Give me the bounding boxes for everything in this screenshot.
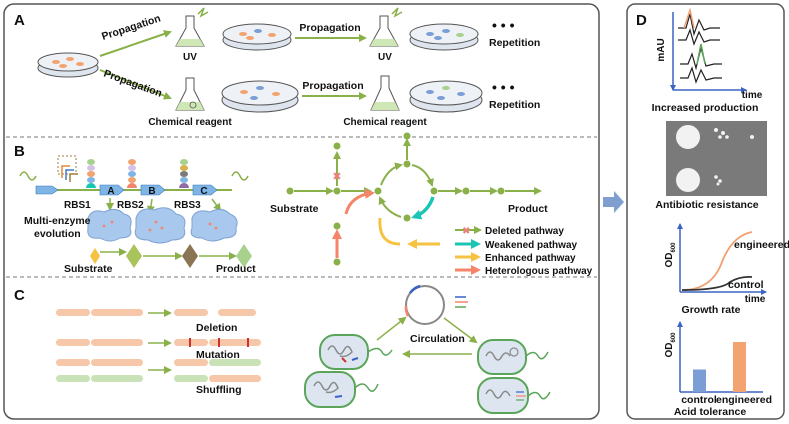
- petri-dish-chem-2: [409, 80, 483, 113]
- label-repetition-1: Repetition: [489, 37, 540, 49]
- label-mau: mAU: [656, 38, 667, 61]
- bacteria-cells: [304, 334, 551, 414]
- label-rbs2: RBS2: [117, 200, 144, 211]
- label-repetition-2: Repetition: [489, 99, 540, 111]
- flask-uv-2: [369, 7, 403, 47]
- flask-chemical-1: [175, 77, 205, 111]
- big-arrow: [603, 191, 624, 213]
- bar-control: [693, 369, 706, 392]
- label-propagation-2: Propagation: [102, 68, 164, 100]
- petri-dish-uv-1: [222, 23, 292, 51]
- label-od-2: OD600: [664, 332, 677, 358]
- label-uv-2: UV: [378, 52, 392, 63]
- label-shuffling: Shuffling: [196, 384, 242, 396]
- legend-weakened: Weakened pathway: [485, 240, 578, 251]
- label-propagation-4: Propagation: [302, 80, 363, 92]
- label-antibiotic: Antibiotic resistance: [655, 199, 758, 211]
- label-substrate-b2: Substrate: [270, 203, 319, 215]
- label-mutation: Mutation: [196, 349, 240, 361]
- label-acid-tolerance: Acid tolerance: [674, 406, 747, 418]
- rbs-library-1: [86, 159, 96, 188]
- legend-enhanced: Enhanced pathway: [485, 253, 576, 264]
- dna-segments-left: [56, 309, 172, 382]
- label-propagation-3: Propagation: [299, 22, 360, 34]
- panel-letter-d: D: [636, 12, 647, 29]
- label-chemical-1: Chemical reagent: [148, 117, 232, 128]
- label-product-b1: Product: [216, 263, 256, 275]
- label-circulation: Circulation: [410, 333, 465, 345]
- arrow-prop-up: [99, 30, 172, 57]
- gene-a: A: [107, 186, 114, 197]
- pathway-legend: ✖: [455, 226, 482, 275]
- flask-chemical-2: [370, 75, 400, 111]
- antibiotic-plate: [666, 121, 767, 196]
- rbs-library-2: [127, 159, 137, 188]
- label-product-b2: Product: [508, 203, 548, 215]
- label-rbs1: RBS1: [64, 200, 91, 211]
- label-evolution: evolution: [34, 228, 81, 240]
- label-od-1: OD600: [664, 242, 677, 268]
- metabolites: [90, 244, 252, 268]
- dots-2: • • •: [492, 79, 515, 95]
- legend-heterologous: Heterologous pathway: [485, 266, 593, 277]
- panel-letter-b: B: [14, 143, 25, 160]
- chromatogram-traces: [678, 7, 722, 84]
- curve-engineered: [681, 231, 753, 291]
- label-chemical-2: Chemical reagent: [343, 117, 427, 128]
- dots-1: • • •: [492, 17, 515, 33]
- label-uv-1: UV: [183, 52, 197, 63]
- label-engineered-2: engineered: [716, 394, 772, 406]
- promoter-variants: [57, 155, 78, 182]
- label-engineered-1: engineered: [734, 239, 789, 251]
- petri-dish-uv-2: [409, 23, 479, 51]
- flask-uv-1: [175, 7, 209, 47]
- dna-segments-right: [174, 309, 261, 382]
- svg-text:✖: ✖: [462, 226, 470, 237]
- enzyme-blobs: [87, 207, 238, 244]
- petri-dish-start: [37, 52, 99, 78]
- label-multi-enzyme: Multi-enzyme: [24, 215, 91, 227]
- panel-letter-a: A: [14, 12, 25, 29]
- right-frame: [626, 3, 785, 420]
- label-control-2: control: [681, 394, 717, 406]
- arrow-gene-c: [211, 198, 222, 212]
- legend-deleted: Deleted pathway: [485, 226, 564, 237]
- plasmid: [404, 284, 468, 325]
- petri-dish-chem-1: [221, 80, 299, 113]
- label-rbs3: RBS3: [174, 200, 201, 211]
- label-control-1: control: [728, 279, 764, 291]
- curve-control: [681, 275, 753, 291]
- label-increased-production: Increased production: [652, 102, 759, 114]
- label-time-2: time: [745, 294, 766, 305]
- operon-dna: [19, 171, 249, 196]
- svg-text:✖: ✖: [332, 171, 341, 183]
- left-frame: [3, 3, 600, 420]
- arrow-circ-1: [376, 316, 407, 341]
- panel-letter-c: C: [14, 287, 25, 304]
- label-substrate-b1: Substrate: [64, 263, 113, 275]
- gene-c: C: [200, 186, 207, 197]
- arrow-prop-down: [99, 69, 172, 100]
- rbs-library-3: [179, 159, 189, 188]
- label-time-1: time: [742, 90, 763, 101]
- gene-b: B: [148, 186, 155, 197]
- bar-engineered: [733, 342, 746, 392]
- arrow-circ-2: [443, 317, 478, 344]
- label-growth-rate: Growth rate: [682, 304, 741, 316]
- label-deletion: Deletion: [196, 322, 237, 334]
- pathway-network: ✖: [286, 132, 542, 266]
